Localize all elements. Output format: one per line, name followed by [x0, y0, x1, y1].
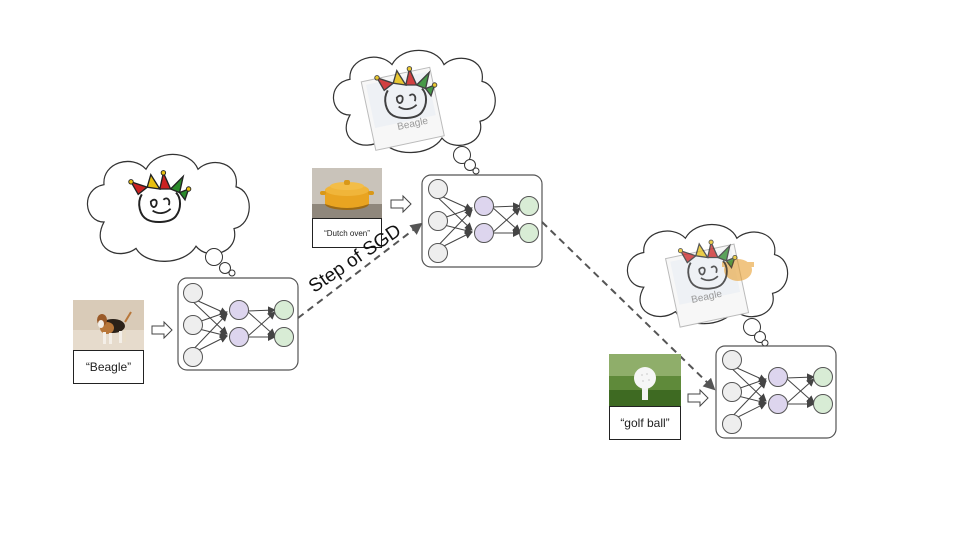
thought-bubble-dot — [228, 269, 236, 277]
dutch-oven-label: “Dutch oven” — [324, 228, 370, 238]
thought-bubble-dot — [472, 167, 480, 175]
network-box-3 — [715, 345, 837, 439]
input-arrow-1 — [151, 320, 173, 340]
golf-ball-label: “golf ball” — [620, 416, 670, 430]
golf-ball-label-box: “golf ball” — [609, 406, 681, 440]
beagle-label: “Beagle” — [85, 360, 132, 374]
golf-ball-photo — [609, 354, 681, 406]
network-box-2 — [421, 174, 543, 268]
thought-bubble-dot — [453, 146, 471, 164]
thought-bubble-dot — [743, 318, 761, 336]
thought-bubble-dot — [205, 248, 223, 266]
network-box-1 — [177, 277, 299, 371]
thought-bubble-dot — [754, 331, 766, 343]
beagle-label-box: “Beagle” — [73, 350, 144, 384]
dutch-oven-label-box: “Dutch oven” — [312, 218, 382, 248]
input-arrow-3 — [687, 388, 709, 408]
thought-cloud-1 — [86, 153, 250, 262]
beagle-photo — [73, 300, 144, 350]
sgd-step-arrow-2 — [541, 221, 716, 391]
sgd-step-arrow-1 — [297, 222, 423, 319]
thought-bubble-dot — [761, 339, 769, 347]
input-arrow-2 — [390, 194, 412, 214]
thought-bubble-dot — [219, 262, 231, 274]
dutch-oven-photo — [312, 168, 382, 218]
thought-bubble-dot — [464, 159, 476, 171]
